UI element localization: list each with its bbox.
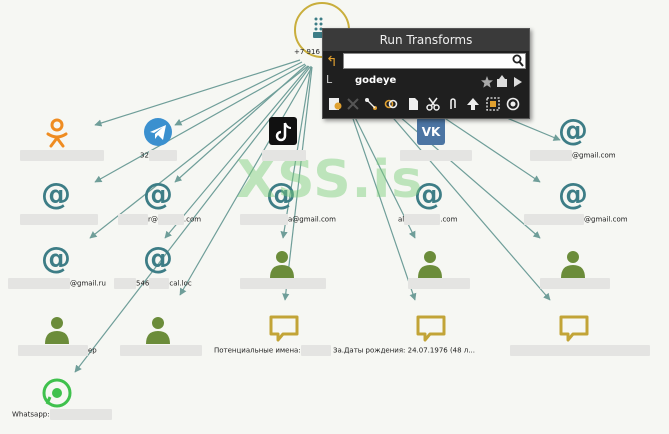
transform-name: godeye <box>355 75 397 86</box>
play-icon[interactable] <box>514 77 522 87</box>
person-icon[interactable] <box>45 317 69 344</box>
note-label <box>510 345 650 356</box>
copy-icon[interactable] <box>406 97 420 111</box>
person-icon[interactable] <box>561 251 585 278</box>
email-icon[interactable]: @ <box>266 177 296 212</box>
whatsapp-label: Whatsapp: <box>12 409 112 420</box>
email-icon[interactable]: @ <box>414 177 444 212</box>
email-icon[interactable]: @ <box>558 177 588 212</box>
note-icon[interactable] <box>269 315 299 342</box>
star-icon[interactable] <box>481 76 493 88</box>
note-icon[interactable] <box>416 315 446 342</box>
email-label <box>20 214 98 225</box>
whatsapp-icon[interactable] <box>42 378 72 408</box>
svg-text:VK: VK <box>422 125 441 139</box>
transform-search-input[interactable] <box>343 53 526 69</box>
note-icon[interactable] <box>559 315 589 342</box>
collapse-icon[interactable]: L <box>326 73 333 86</box>
attach-icon[interactable] <box>446 97 460 111</box>
edge <box>94 59 301 127</box>
person-label: ep <box>18 345 97 356</box>
select-icon[interactable] <box>486 97 500 111</box>
telegram-label: 32 <box>140 150 177 161</box>
settings-icon[interactable] <box>495 75 509 89</box>
person-icon[interactable] <box>146 317 170 344</box>
person-label <box>408 278 470 289</box>
person-label <box>540 278 610 289</box>
root-node-label: +7 916 <box>294 48 320 56</box>
email-icon[interactable]: @ <box>41 241 71 276</box>
email-label: a@gmail.com <box>240 214 336 225</box>
person-label <box>240 278 326 289</box>
back-arrow-icon[interactable]: ↰ <box>326 54 338 70</box>
tiktok-icon[interactable] <box>269 117 297 145</box>
person-icon[interactable] <box>270 251 294 278</box>
email-label: @gmail.ru <box>8 278 106 289</box>
vk-icon[interactable]: VK <box>417 117 445 145</box>
edge <box>179 66 313 296</box>
run-transforms-menu[interactable]: Run Transforms ↰ L godeye <box>322 28 530 119</box>
delete-icon[interactable] <box>346 97 360 111</box>
email-label: r@.com <box>118 214 201 225</box>
email-label: @gmail.com <box>530 150 616 161</box>
edge <box>94 63 306 183</box>
edge <box>164 65 310 239</box>
toolbar <box>326 95 526 115</box>
search-icon[interactable] <box>512 54 524 68</box>
link-icon[interactable] <box>384 97 398 111</box>
email-label: al.com <box>398 214 458 225</box>
up-icon[interactable] <box>466 97 480 111</box>
vk-label <box>400 150 472 161</box>
menu-title: Run Transforms <box>323 29 529 51</box>
odnoklassniki-icon[interactable] <box>46 118 68 148</box>
target-icon[interactable] <box>506 97 520 111</box>
person-label <box>120 345 202 356</box>
layout-icon[interactable] <box>364 97 378 111</box>
transform-item[interactable]: godeye <box>343 73 526 93</box>
telegram-icon[interactable] <box>144 118 172 146</box>
edge <box>282 66 313 301</box>
ok-label <box>20 150 104 161</box>
email-icon[interactable]: @ <box>41 177 71 212</box>
email-icon[interactable]: @ <box>143 241 173 276</box>
details-icon[interactable] <box>328 97 342 111</box>
tiktok-label <box>262 150 306 161</box>
email-icon[interactable]: @ <box>143 177 173 212</box>
email-label: @gmail.com <box>524 214 628 225</box>
email-icon[interactable]: @ <box>558 113 588 148</box>
cut-icon[interactable] <box>426 97 440 111</box>
person-icon[interactable] <box>418 251 442 278</box>
edge <box>174 61 303 126</box>
edge <box>89 65 309 239</box>
note-label: Потенциальные имена: За.Даты рождения: 2… <box>214 345 475 356</box>
